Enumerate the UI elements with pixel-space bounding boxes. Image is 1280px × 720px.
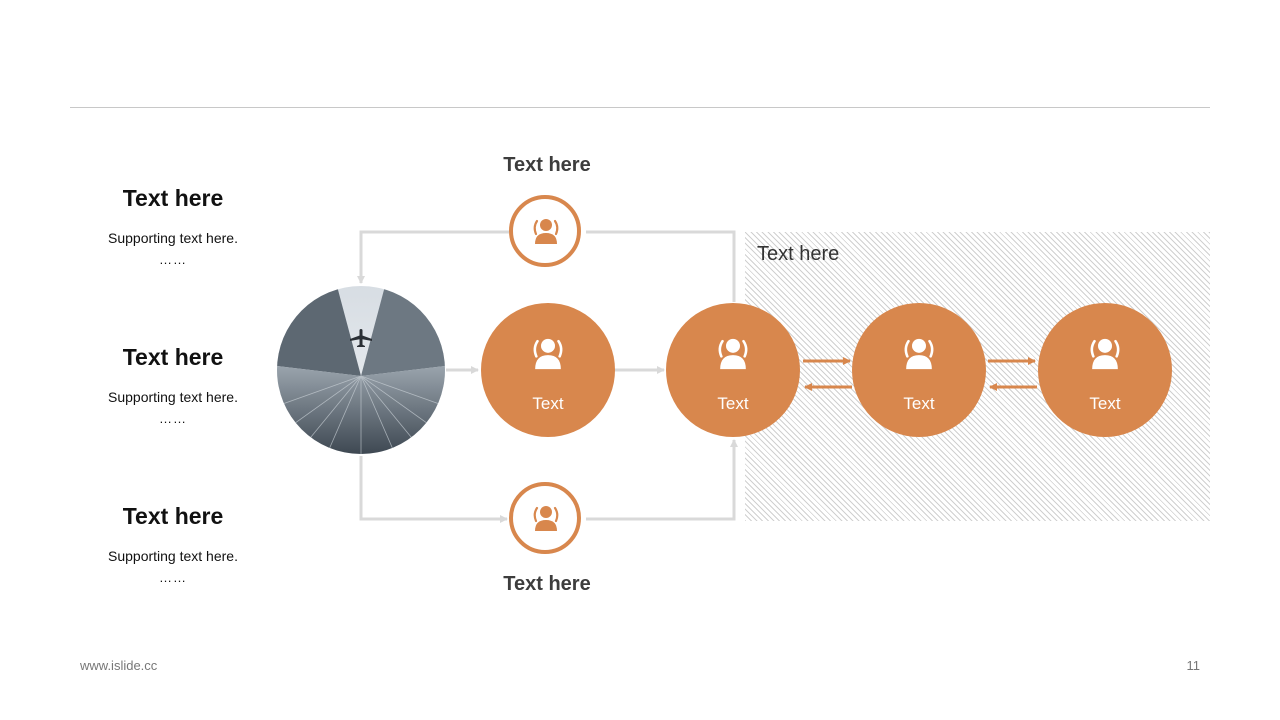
flow-node-2: Text	[666, 303, 800, 437]
connector-bottom-right	[586, 439, 738, 521]
bottom-node-label: Text here	[503, 573, 591, 595]
flow-node-label: Text	[532, 394, 564, 413]
panel-label: Text here	[757, 243, 840, 265]
top-node	[509, 195, 581, 267]
flow-node-4: Text	[1038, 303, 1172, 437]
left-block-1: Text here Supporting text here. ……	[63, 185, 283, 267]
header-divider	[70, 107, 1210, 108]
users-icon	[904, 338, 934, 370]
users-icon	[533, 338, 563, 370]
left-block-title: Text here	[122, 185, 224, 211]
footer-url: www.islide.cc	[80, 658, 158, 673]
page-number: 11	[1186, 658, 1201, 673]
users-icon	[533, 506, 559, 531]
left-block-ellipsis: ……	[159, 570, 187, 585]
left-block-subtext: Supporting text here.	[108, 389, 238, 405]
users-icon	[1090, 338, 1120, 370]
left-block-2: Text here Supporting text here. ……	[63, 344, 283, 426]
left-block-3: Text here Supporting text here. ……	[63, 503, 283, 585]
connector-top-left	[357, 230, 509, 284]
flow-node-1: Text	[481, 303, 615, 437]
left-block-title: Text here	[122, 344, 224, 370]
flow-node-label: Text	[717, 394, 749, 413]
bottom-node	[509, 482, 581, 554]
users-icon	[533, 219, 559, 244]
airplane-building-photo	[277, 286, 445, 454]
left-block-ellipsis: ……	[159, 411, 187, 426]
users-icon	[718, 338, 748, 370]
flow-node-label: Text	[1089, 394, 1121, 413]
top-node-label: Text here	[503, 154, 591, 176]
left-block-subtext: Supporting text here.	[108, 548, 238, 564]
connector-bottom-left	[359, 456, 508, 523]
left-block-subtext: Supporting text here.	[108, 230, 238, 246]
flow-node-label: Text	[903, 394, 935, 413]
left-block-ellipsis: ……	[159, 252, 187, 267]
connector-top-right	[586, 230, 736, 302]
flow-node-3: Text	[852, 303, 986, 437]
left-block-title: Text here	[122, 503, 224, 529]
